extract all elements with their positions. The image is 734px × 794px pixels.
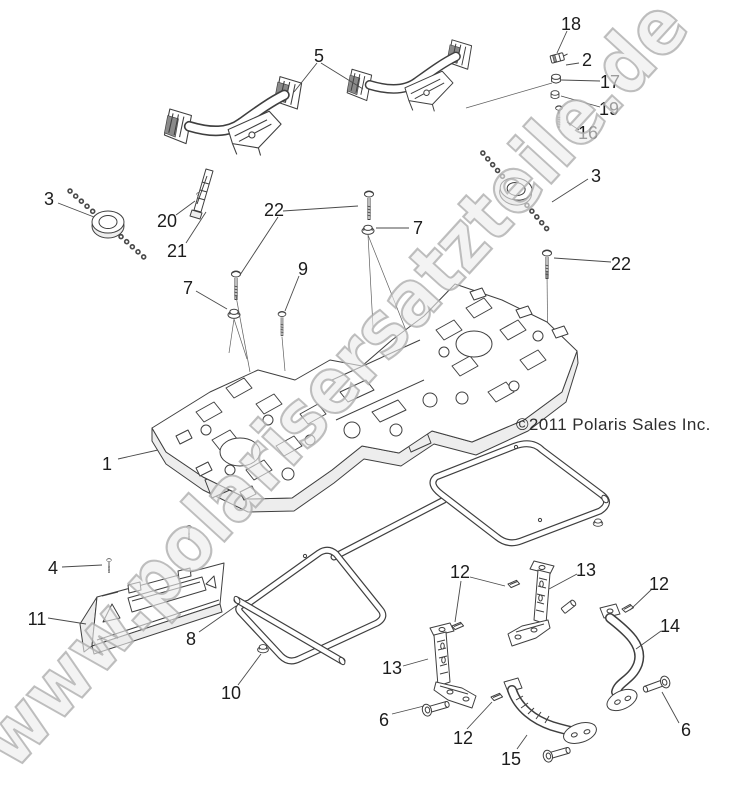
part-1-rack-platform <box>151 283 579 513</box>
bolt-6-left <box>420 697 452 718</box>
part-2-latch <box>549 52 568 64</box>
part-14-curved-bracket <box>599 603 645 712</box>
part-13-bracket-left <box>429 622 477 709</box>
screw-9 <box>276 310 288 338</box>
clip-12-d <box>490 692 504 702</box>
watermark-text: www.polarisersatzteile.de <box>0 0 707 786</box>
callout-leader-lines <box>47 30 680 750</box>
callout-22-right: 22 <box>611 254 631 274</box>
callout-8: 8 <box>186 629 196 649</box>
callout-3-right: 3 <box>591 166 601 186</box>
callout-6-right: 6 <box>681 720 691 740</box>
callout-22-left: 22 <box>264 200 284 220</box>
callout-2: 2 <box>582 50 592 70</box>
part-5-rack-extender-left <box>164 77 301 156</box>
part-3-cap-chain-left <box>70 191 146 259</box>
part-11-side-panel <box>79 562 225 655</box>
callout-1: 1 <box>102 454 112 474</box>
bolt-15 <box>541 743 573 764</box>
screw-22-top <box>362 189 376 222</box>
callout-14: 14 <box>660 616 680 636</box>
part-8-support-frame <box>235 440 610 665</box>
callout-7-right: 7 <box>413 218 423 238</box>
callout-5: 5 <box>314 46 324 66</box>
frame-nut-right <box>592 518 604 527</box>
callout-21: 21 <box>167 241 187 261</box>
screw-22-left <box>229 269 243 302</box>
callout-6-left: 6 <box>379 710 389 730</box>
callout-13-b: 13 <box>382 658 402 678</box>
copyright-text: ©2011 Polaris Sales Inc. <box>516 415 711 434</box>
part-15-curved-arm <box>503 677 597 744</box>
callout-11: 11 <box>28 609 47 629</box>
part-13-bracket-right <box>507 560 555 647</box>
nut-7-left <box>227 308 241 319</box>
callout-12-c: 12 <box>453 728 473 748</box>
callout-18: 18 <box>561 14 581 34</box>
callout-20: 20 <box>157 211 177 231</box>
clip-12-a <box>507 579 521 589</box>
callout-10: 10 <box>221 683 241 703</box>
callout-19: 19 <box>599 99 619 119</box>
callout-12-a: 12 <box>450 562 470 582</box>
callout-13-a: 13 <box>576 560 596 580</box>
callout-12-b: 12 <box>649 574 669 594</box>
nut-7-right <box>361 224 375 235</box>
pin-spacer <box>560 599 577 614</box>
callout-4: 4 <box>48 558 58 578</box>
callout-3-left: 3 <box>44 189 54 209</box>
callout-17: 17 <box>600 72 620 92</box>
bolt-6-right <box>641 674 672 697</box>
part-21-strip <box>189 168 214 220</box>
callout-7-left: 7 <box>183 278 193 298</box>
part-5-rack-extender-right <box>347 40 471 112</box>
callout-15: 15 <box>501 749 521 769</box>
part-8-front-tube <box>233 595 346 666</box>
callout-labels: 1 2 3 3 4 5 6 6 7 7 8 9 10 11 12 12 12 1… <box>28 14 691 769</box>
clip-12-b <box>451 621 465 631</box>
part-10-nut <box>257 644 269 654</box>
callout-16: 16 <box>578 123 598 143</box>
callout-9: 9 <box>298 259 308 279</box>
